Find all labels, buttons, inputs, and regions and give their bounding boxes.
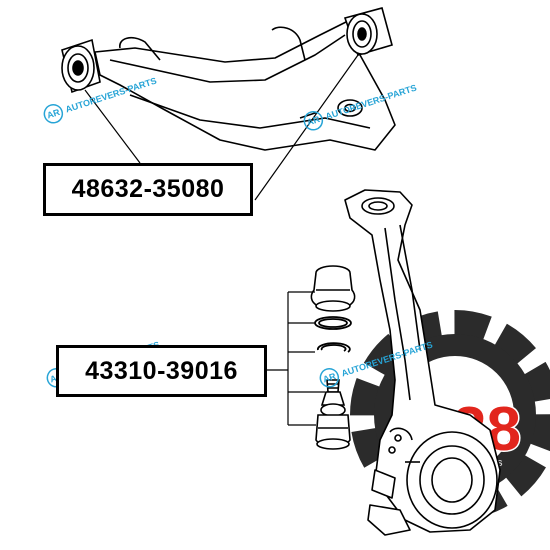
- snap-ring-1: [314, 316, 352, 330]
- ball-joint: [315, 379, 351, 450]
- leader-bracket-lower: [267, 291, 325, 426]
- left-bushing: [61, 38, 101, 94]
- snap-ring-2: [316, 342, 351, 353]
- upper-control-arm: [94, 19, 396, 151]
- dust-boot: [310, 265, 356, 312]
- part-number-ball-joint: 43310-39016: [56, 345, 267, 397]
- watermark-logo-4: AR: [322, 371, 338, 385]
- watermark-logo-1: AR: [46, 107, 62, 121]
- watermark-logo-2: AR: [306, 114, 322, 128]
- part-number-upper-arm: 48632-35080: [43, 163, 253, 216]
- right-bushing: [343, 7, 393, 56]
- steering-knuckle: [344, 189, 501, 536]
